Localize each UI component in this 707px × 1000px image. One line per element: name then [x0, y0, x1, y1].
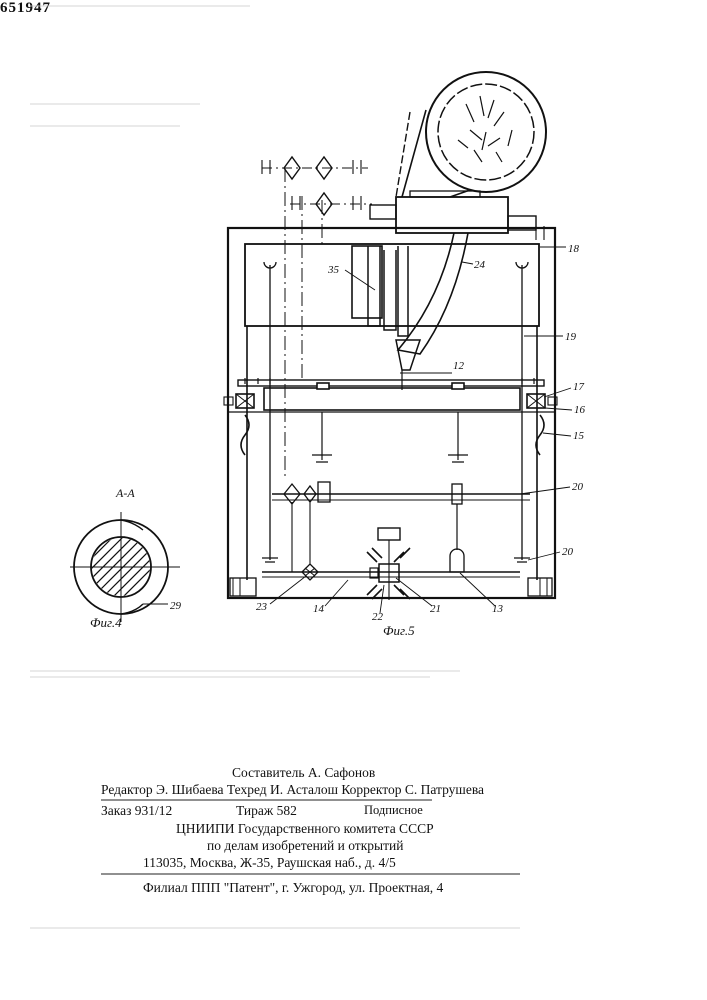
separator-lines [0, 0, 707, 1000]
